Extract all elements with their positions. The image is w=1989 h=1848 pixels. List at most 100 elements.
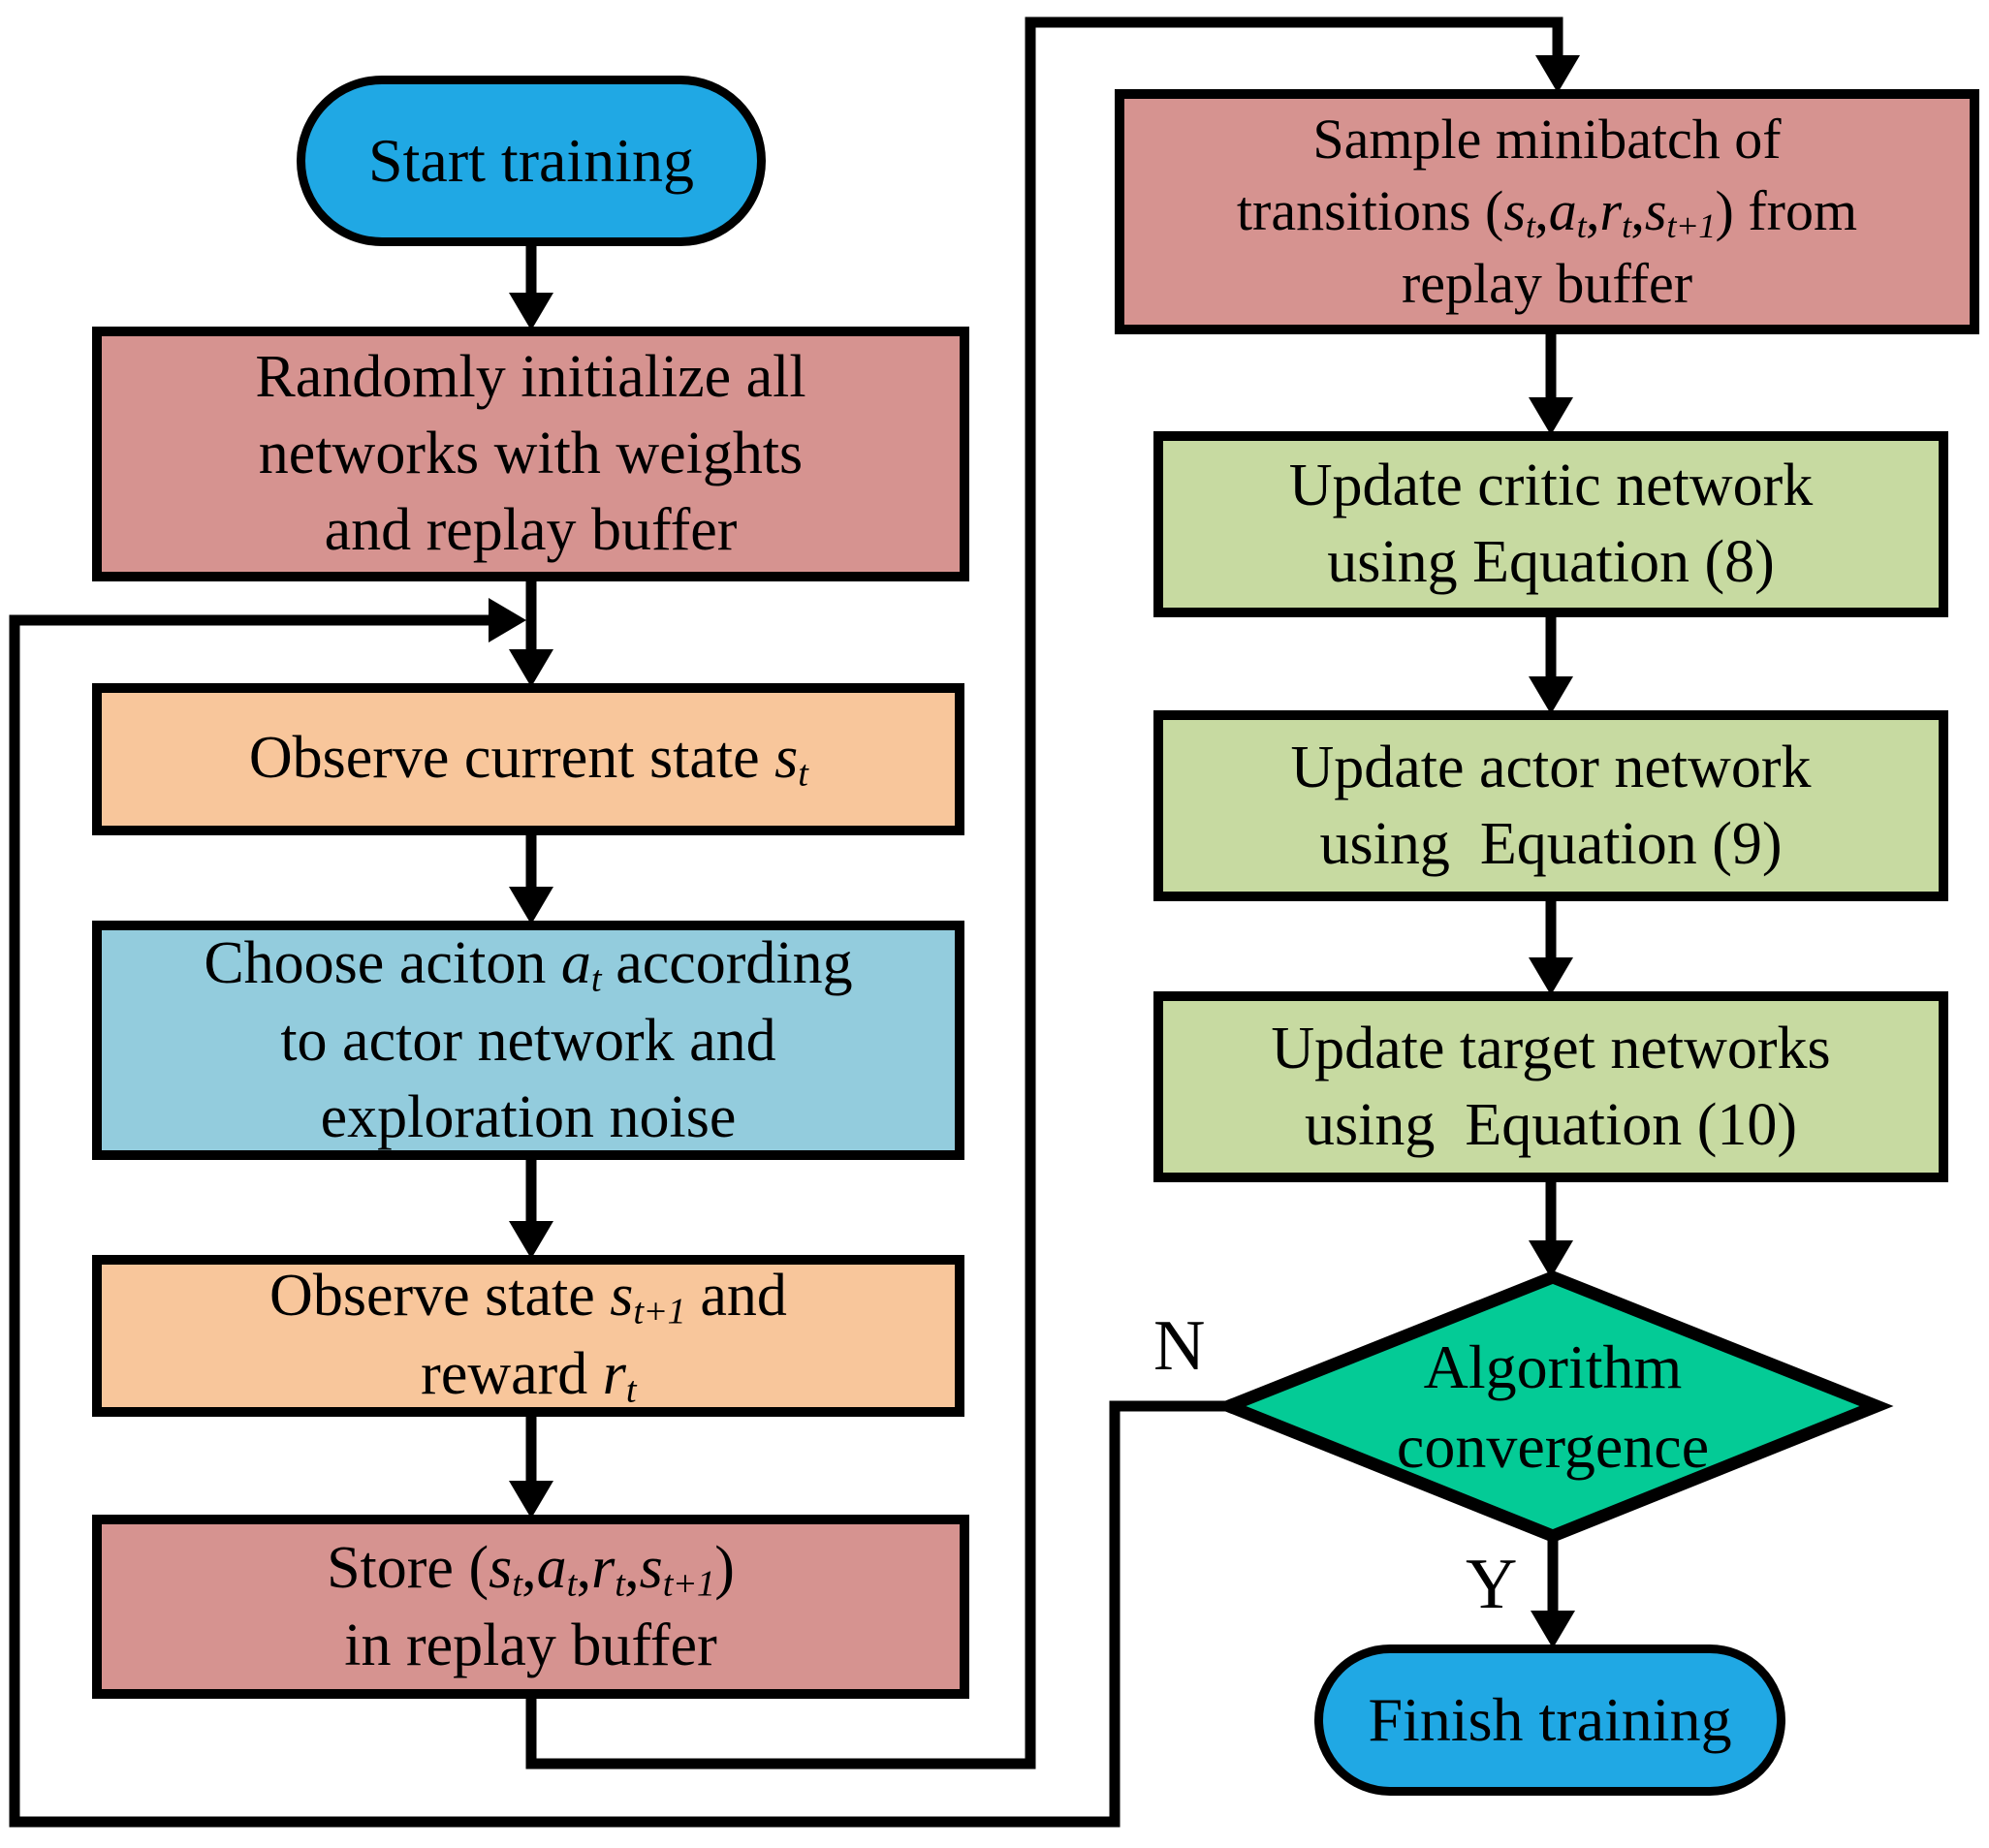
text-line: Randomly initialize all bbox=[255, 339, 805, 416]
text-run: , bbox=[1630, 178, 1645, 242]
math-sub: t bbox=[1576, 205, 1587, 245]
math-var: s bbox=[1503, 178, 1526, 242]
arrowhead-init-to-observe bbox=[509, 649, 553, 687]
text-run: to actor network and bbox=[280, 1007, 776, 1074]
text-run: convergence bbox=[1396, 1411, 1710, 1481]
text-run: Finish training bbox=[1368, 1685, 1732, 1755]
text-run: ) from bbox=[1715, 178, 1858, 242]
text-line: Update actor network bbox=[1290, 730, 1811, 806]
text-run: Algorithm bbox=[1423, 1332, 1683, 1402]
arrowhead-store-to-sample bbox=[1535, 55, 1580, 93]
text-line: Algorithm bbox=[1424, 1328, 1683, 1406]
node-choose-action: Choose aciton at according to actor netw… bbox=[92, 921, 964, 1160]
text-line: Update critic network bbox=[1289, 448, 1814, 524]
text-line: Observe state st+1 and bbox=[269, 1258, 787, 1335]
arrowhead-start-to-init bbox=[509, 293, 553, 330]
text-run: Store ( bbox=[327, 1534, 489, 1601]
text-line: using Equation (9) bbox=[1320, 806, 1783, 883]
math-var: s bbox=[610, 1263, 634, 1330]
text-run: replay buffer bbox=[1401, 252, 1693, 316]
text-run: Observe state bbox=[269, 1263, 611, 1330]
node-observe-current-state: Observe current state st bbox=[92, 683, 964, 835]
math-sub: t bbox=[625, 1368, 637, 1410]
text-line: exploration noise bbox=[321, 1080, 737, 1156]
edge-label-no: N bbox=[1153, 1306, 1206, 1386]
node-algorithm-convergence: Algorithm convergence bbox=[1229, 1277, 1877, 1536]
math-var: a bbox=[536, 1534, 567, 1601]
arrowhead-actor-to-target bbox=[1529, 957, 1573, 995]
text-line: replay buffer bbox=[1402, 248, 1692, 320]
text-run: transitions ( bbox=[1236, 178, 1504, 242]
arrowhead-observe-next-to-store bbox=[509, 1481, 553, 1519]
text-run: using Equation (10) bbox=[1305, 1091, 1797, 1158]
math-sub: t bbox=[1525, 205, 1535, 245]
text-run: Choose aciton bbox=[204, 929, 561, 996]
math-var: s bbox=[639, 1534, 663, 1601]
node-finish-training: Finish training bbox=[1314, 1644, 1785, 1796]
text-line: to actor network and bbox=[280, 1003, 775, 1080]
text-run: using Equation (9) bbox=[1319, 810, 1783, 877]
text-line: using Equation (8) bbox=[1327, 524, 1775, 601]
text-run: in replay buffer bbox=[344, 1612, 717, 1678]
text-line: and replay buffer bbox=[325, 492, 738, 569]
math-var: s bbox=[489, 1534, 513, 1601]
edge-label-yes: Y bbox=[1466, 1545, 1518, 1624]
text-line: Start training bbox=[368, 121, 694, 200]
node-update-actor: Update actor network using Equation (9) bbox=[1153, 710, 1948, 901]
math-var: a bbox=[560, 929, 591, 996]
text-line: in replay buffer bbox=[344, 1608, 716, 1684]
text-run: Update actor network bbox=[1290, 734, 1812, 800]
text-line: networks with weights bbox=[259, 416, 803, 492]
text-run: networks with weights bbox=[258, 421, 804, 487]
text-run: according bbox=[600, 929, 853, 996]
math-sub: t bbox=[566, 1562, 578, 1604]
node-update-target: Update target networks using Equation (1… bbox=[1153, 991, 1948, 1182]
text-run: , bbox=[576, 1534, 592, 1601]
math-sub: t+1 bbox=[1666, 205, 1716, 245]
math-sub: t+1 bbox=[662, 1562, 715, 1604]
arrowhead-no-loopback bbox=[489, 598, 526, 642]
math-var: r bbox=[1599, 178, 1623, 242]
text-line: Update target networks bbox=[1271, 1011, 1830, 1087]
text-run: Observe current state bbox=[248, 725, 775, 792]
math-sub: t bbox=[615, 1562, 625, 1604]
text-run: exploration noise bbox=[320, 1083, 737, 1150]
math-var: r bbox=[591, 1534, 616, 1601]
node-randomly-initialize: Randomly initialize all networks with we… bbox=[92, 327, 969, 581]
text-run: Update critic network bbox=[1288, 453, 1814, 519]
text-run: , bbox=[1586, 178, 1600, 242]
arrowhead-yes-to-finish bbox=[1531, 1611, 1575, 1648]
node-update-critic: Update critic network using Equation (8) bbox=[1153, 431, 1948, 617]
math-var: a bbox=[1548, 178, 1577, 242]
text-line: Sample minibatch of bbox=[1312, 104, 1781, 175]
math-var: r bbox=[602, 1340, 626, 1407]
node-sample-minibatch: Sample minibatch of transitions (st,at,r… bbox=[1115, 89, 1979, 334]
text-line: Store (st,at,rt,st+1) bbox=[327, 1530, 735, 1608]
text-line: using Equation (10) bbox=[1305, 1087, 1797, 1164]
text-run: ) bbox=[714, 1534, 735, 1601]
text-line: Finish training bbox=[1368, 1680, 1731, 1759]
arrowhead-critic-to-actor bbox=[1529, 676, 1573, 714]
text-line: Observe current state st bbox=[248, 720, 808, 798]
arrowhead-choose-to-observe-next bbox=[509, 1221, 553, 1259]
math-sub: t bbox=[798, 753, 808, 795]
text-run: , bbox=[1534, 178, 1549, 242]
text-run: Randomly initialize all bbox=[255, 344, 806, 411]
math-var: s bbox=[1644, 178, 1667, 242]
text-line: transitions (st,at,rt,st+1) from bbox=[1237, 175, 1857, 249]
text-run: , bbox=[624, 1534, 640, 1601]
text-line: Choose aciton at according bbox=[204, 925, 852, 1003]
text-run: Start training bbox=[368, 126, 694, 196]
node-observe-next-state: Observe state st+1 and reward rt bbox=[92, 1255, 964, 1417]
math-var: s bbox=[774, 725, 799, 792]
math-sub: t+1 bbox=[633, 1291, 685, 1332]
arrowhead-target-to-convergence bbox=[1529, 1240, 1573, 1278]
node-store-transition: Store (st,at,rt,st+1) in replay buffer bbox=[92, 1515, 969, 1699]
text-line: convergence bbox=[1397, 1407, 1709, 1486]
text-run: Update target networks bbox=[1271, 1015, 1831, 1081]
text-run: reward bbox=[421, 1340, 603, 1407]
math-sub: t bbox=[512, 1562, 522, 1604]
text-run: using Equation (8) bbox=[1327, 529, 1775, 595]
text-run: , bbox=[521, 1534, 537, 1601]
